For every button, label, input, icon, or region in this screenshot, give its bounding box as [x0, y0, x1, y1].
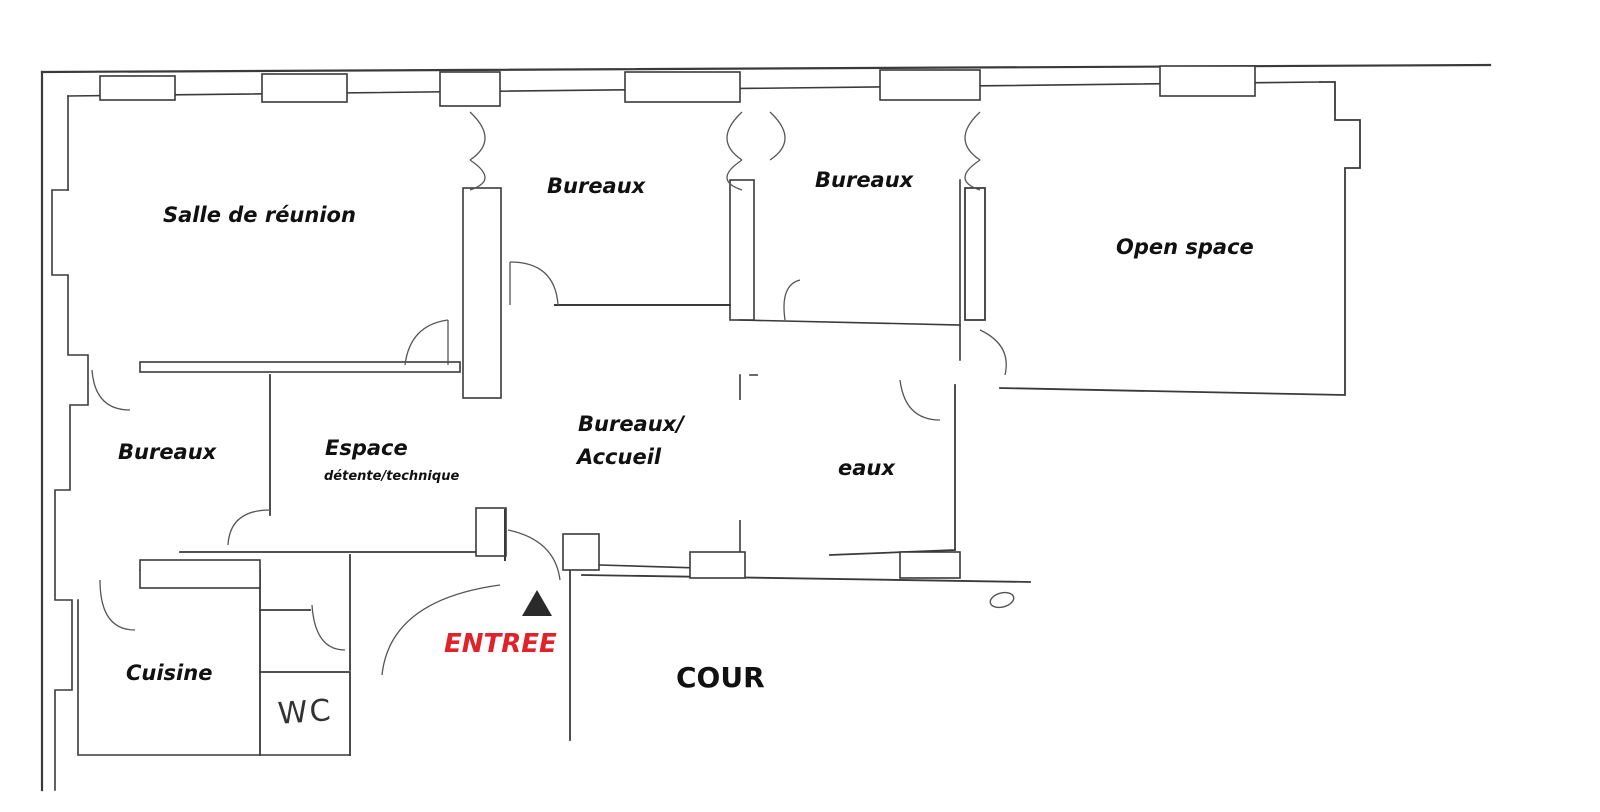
room-label-bureaux-top-left: Bureaux: [547, 174, 646, 198]
open-space-walls: [959, 81, 1361, 396]
room-label-wc: WC: [276, 693, 334, 732]
courtyard-label: COUR: [676, 661, 765, 694]
room-label-bureaux-accueil-line1: Bureaux/: [578, 412, 684, 436]
doors: [91, 111, 1015, 676]
room-label-espace-sub: détente/technique: [324, 469, 460, 484]
entrance-label: ENTREE: [444, 629, 557, 659]
triangle-up-icon: [522, 590, 552, 616]
room-label-bureaux-partial: eaux: [838, 456, 895, 480]
room-label-espace: Espace: [325, 436, 408, 460]
room-label-open-space: Open space: [1116, 235, 1254, 259]
top-windows: [99, 65, 1256, 107]
whiteout-patches: [480, 330, 898, 520]
room-label-bureaux-accueil-line2: Accueil: [577, 445, 662, 469]
room-label-cuisine: Cuisine: [126, 661, 213, 685]
room-label-salle-reunion: Salle de réunion: [163, 203, 356, 227]
room-label-bureaux-left: Bureaux: [118, 440, 217, 464]
interior-walls: [139, 179, 1031, 756]
room-label-bureaux-top-right: Bureaux: [815, 168, 914, 192]
